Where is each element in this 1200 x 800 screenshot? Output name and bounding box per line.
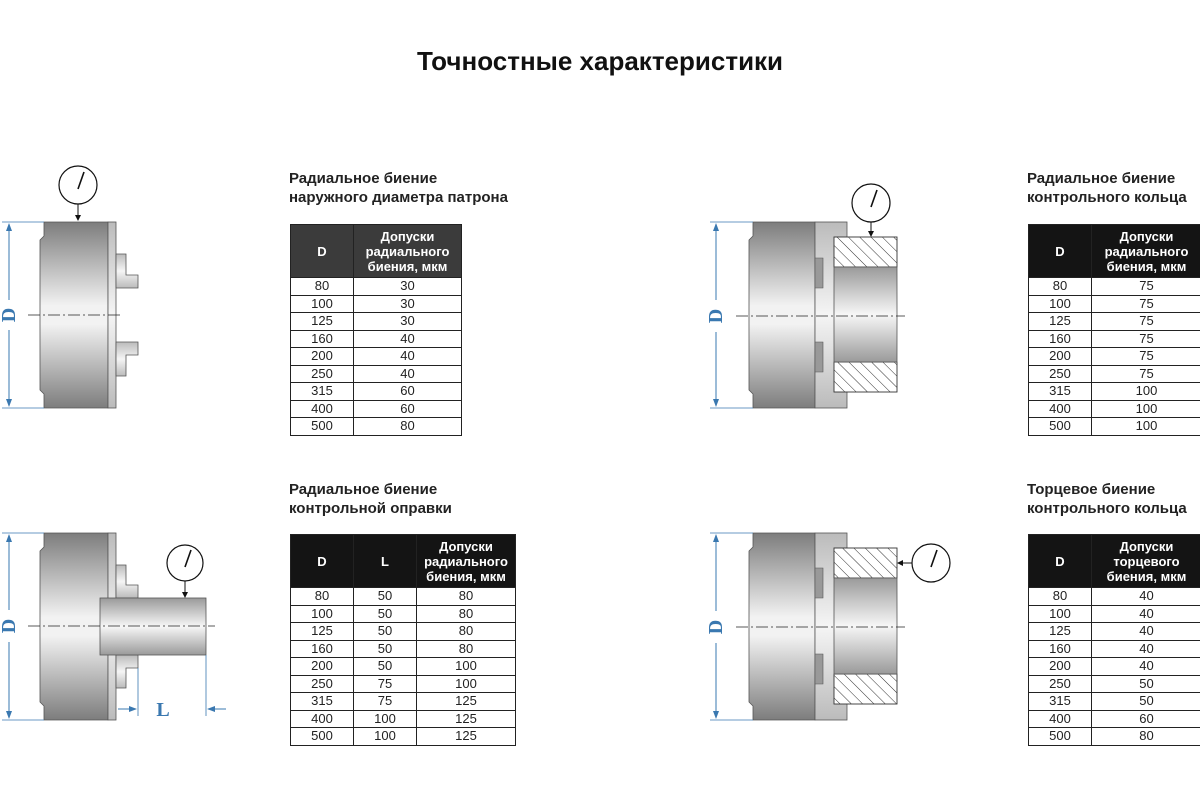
table-cell: 400 bbox=[1028, 399, 1092, 418]
table-cell: 100 bbox=[353, 727, 417, 746]
table-cell: 80 bbox=[290, 587, 354, 606]
column-header: D bbox=[1028, 224, 1092, 278]
drawing-chuck-outer-diameter: D bbox=[0, 165, 139, 409]
heading-line: Радиальное биение bbox=[289, 481, 438, 498]
dimension-label-l: L bbox=[156, 699, 169, 721]
dimension-label-d: D bbox=[0, 619, 20, 633]
table-cell: 75 bbox=[353, 674, 417, 693]
table-cell: 125 bbox=[1028, 312, 1092, 331]
table-cell: 80 bbox=[416, 622, 516, 641]
column-header: Допуски торцевого биения, мкм bbox=[1091, 534, 1200, 588]
table-cell: 125 bbox=[1028, 622, 1092, 641]
heading-line: наружного диаметра патрона bbox=[289, 189, 508, 206]
table-cell: 80 bbox=[353, 417, 462, 436]
column-header: Допуски радиального биения, мкм bbox=[1091, 224, 1200, 278]
table-cell: 100 bbox=[416, 674, 516, 693]
table-cell: 80 bbox=[416, 639, 516, 658]
column-header: D bbox=[1028, 534, 1092, 588]
table-cell: 250 bbox=[1028, 674, 1092, 693]
dial-indicator-icon bbox=[897, 543, 951, 583]
dial-indicator-icon bbox=[851, 183, 891, 237]
table-cell: 80 bbox=[1091, 727, 1200, 746]
heading-line: Радиальное биение bbox=[289, 170, 438, 187]
table-cell: 75 bbox=[1091, 347, 1200, 366]
table-cell: 100 bbox=[290, 604, 354, 623]
table-cell: 315 bbox=[290, 382, 354, 401]
dimension-label-d: D bbox=[0, 308, 20, 322]
table-cell: 125 bbox=[290, 312, 354, 331]
table-cell: 315 bbox=[1028, 382, 1092, 401]
section-heading-outer-diameter: Радиальное биение наружного диаметра пат… bbox=[289, 169, 508, 207]
table-cell: 315 bbox=[1028, 692, 1092, 711]
section-heading-ring-radial: Радиальное биение контрольного кольца bbox=[1027, 169, 1187, 207]
heading-line: контрольного кольца bbox=[1027, 189, 1187, 206]
table-cell: 50 bbox=[353, 622, 417, 641]
table-cell: 160 bbox=[1028, 639, 1092, 658]
dial-indicator-icon bbox=[58, 165, 98, 221]
table-cell: 500 bbox=[1028, 727, 1092, 746]
drawing-mandrel: L D bbox=[0, 532, 226, 721]
section-heading-ring-face: Торцевое биение контрольного кольца bbox=[1027, 480, 1187, 518]
column-header: D bbox=[290, 224, 354, 278]
heading-line: контрольного кольца bbox=[1027, 500, 1187, 517]
page-title: Точностные характеристики bbox=[416, 46, 784, 76]
heading-line: Радиальное биение bbox=[1027, 170, 1176, 187]
column-header: Допуски радиального биения, мкм bbox=[353, 224, 462, 278]
dimension-label-d: D bbox=[705, 309, 727, 323]
dimension-label-d: D bbox=[705, 620, 727, 634]
table-cell: 50 bbox=[353, 657, 417, 676]
column-header: Допуски радиального биения, мкм bbox=[416, 534, 516, 588]
table-cell: 160 bbox=[1028, 329, 1092, 348]
drawing-ring-face: D bbox=[705, 532, 951, 721]
drawing-ring-radial: D bbox=[705, 183, 905, 409]
table-cell: 400 bbox=[290, 709, 354, 728]
section-heading-mandrel: Радиальное биение контрольной оправки bbox=[289, 480, 452, 518]
heading-line: Торцевое биение bbox=[1027, 481, 1156, 498]
table-cell: 30 bbox=[353, 277, 462, 296]
heading-line: контрольной оправки bbox=[289, 500, 452, 517]
dial-indicator-icon bbox=[166, 544, 204, 598]
table-cell: 40 bbox=[353, 364, 462, 383]
table-cell: 100 bbox=[353, 709, 417, 728]
column-header: L bbox=[353, 534, 417, 588]
table-cell: 400 bbox=[290, 399, 354, 418]
table-cell: 500 bbox=[1028, 417, 1092, 436]
table-cell: 400 bbox=[1028, 709, 1092, 728]
table-cell: 200 bbox=[1028, 347, 1092, 366]
table-cell: 100 bbox=[1091, 417, 1200, 436]
table-cell: 100 bbox=[1028, 294, 1092, 313]
table-cell: 500 bbox=[290, 417, 354, 436]
table-cell: 125 bbox=[416, 727, 516, 746]
